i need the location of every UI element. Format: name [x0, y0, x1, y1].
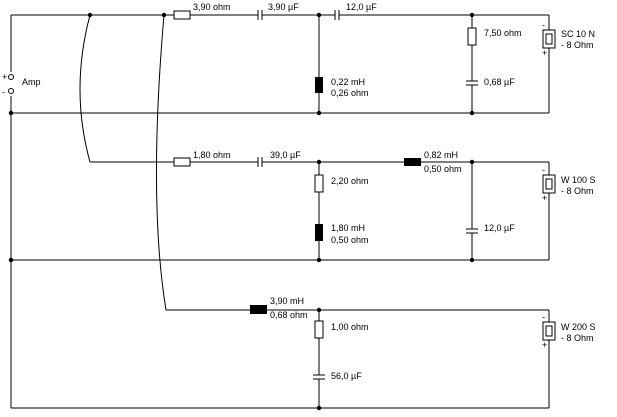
- junction-dot: [316, 257, 322, 263]
- tweeter-shunt-inductor-resistance: 0,26 ohm: [331, 88, 369, 98]
- tweeter-shunt-inductor-label: 0,22 mH: [331, 77, 365, 87]
- junction-dot: [469, 257, 475, 263]
- amp-minus-sign: -: [2, 87, 5, 97]
- tweeter-parallel-cap-label: 0,68 µF: [484, 77, 515, 87]
- junction-dot: [316, 110, 322, 116]
- amp-minus-terminal: [8, 88, 14, 94]
- tweeter-speaker-impedance: - 8 Ohm: [561, 40, 594, 50]
- mid-series-cap-label: 39,0 µF: [270, 150, 301, 160]
- feed-wires: [11, 12, 250, 311]
- woofer-series-inductor-label: 3,90 mH: [270, 296, 304, 306]
- woofer-branch: 3,90 mH 0,68 ohm 1,00 ohm 56,0 µF - + W …: [250, 296, 596, 411]
- woofer-speaker-label: W 200 S: [561, 322, 596, 332]
- mid-series-resistor-label: 1,80 ohm: [193, 150, 231, 160]
- tweeter-cap-1-label: 3,90 µF: [268, 2, 299, 12]
- woofer-shunt-resistor-label: 1,00 ohm: [331, 322, 369, 332]
- mid-speaker-minus: -: [542, 165, 545, 175]
- ground-lines: [8, 110, 549, 409]
- tweeter-series-resistor-label: 3,90 ohm: [193, 2, 231, 12]
- woofer-feed-curve: [155, 14, 167, 311]
- mid-shunt-resistor: [314, 174, 324, 193]
- amp-label: Amp: [22, 77, 41, 87]
- woofer-speaker-minus: -: [542, 312, 545, 322]
- tweeter-cap-2-label: 12,0 µF: [346, 2, 377, 12]
- tweeter-parallel-resistor: [467, 27, 477, 46]
- junction-dot: [469, 110, 475, 116]
- mid-series-inductor-label: 0,82 mH: [424, 150, 458, 160]
- amp-plus-terminal: [8, 74, 14, 80]
- mid-speaker-plus: +: [542, 193, 547, 203]
- tweeter-series-resistor: [173, 10, 191, 20]
- junction-dot: [316, 405, 322, 411]
- mid-series-resistor: [173, 157, 191, 167]
- mid-series-inductor: [404, 158, 421, 166]
- tweeter-branch: 3,90 ohm 3,90 µF 12,0 µF 0,22 mH 0,26 oh…: [173, 2, 595, 116]
- amp-input: + - Amp: [2, 15, 41, 408]
- tweeter-speaker-label: SC 10 N: [561, 29, 595, 39]
- junction-dot: [8, 257, 14, 263]
- mid-parallel-cap-label: 12,0 µF: [484, 223, 515, 233]
- mid-feed-curve: [79, 14, 91, 163]
- mid-speaker-impedance: - 8 Ohm: [561, 186, 594, 196]
- speaker-driver: [545, 325, 553, 337]
- mid-speaker-label: W 100 S: [561, 175, 596, 185]
- woofer-speaker-impedance: - 8 Ohm: [561, 333, 594, 343]
- mid-shunt-inductor-resistance: 0,50 ohm: [331, 235, 369, 245]
- tweeter-parallel-resistor-label: 7,50 ohm: [484, 28, 522, 38]
- woofer-shunt-resistor: [314, 320, 324, 339]
- woofer-speaker-plus: +: [542, 340, 547, 350]
- amp-plus-sign: +: [2, 72, 7, 82]
- mid-shunt-inductor: [315, 224, 323, 241]
- woofer-shunt-cap-label: 56,0 µF: [331, 371, 362, 381]
- mid-shunt-inductor-label: 1,80 mH: [331, 223, 365, 233]
- speaker-driver: [545, 178, 553, 190]
- tweeter-speaker-minus: -: [542, 20, 545, 30]
- tweeter-speaker-plus: +: [542, 48, 547, 58]
- mid-branch: 1,80 ohm 39,0 µF 0,82 mH 0,50 ohm 2,20 o…: [173, 150, 596, 263]
- speaker-driver: [545, 33, 553, 45]
- junction-dot: [8, 110, 14, 116]
- woofer-series-inductor: [250, 305, 267, 314]
- woofer-series-inductor-resistance: 0,68 ohm: [270, 310, 308, 320]
- mid-shunt-resistor-label: 2,20 ohm: [331, 176, 369, 186]
- mid-series-inductor-resistance: 0,50 ohm: [424, 164, 462, 174]
- tweeter-shunt-inductor: [315, 77, 323, 93]
